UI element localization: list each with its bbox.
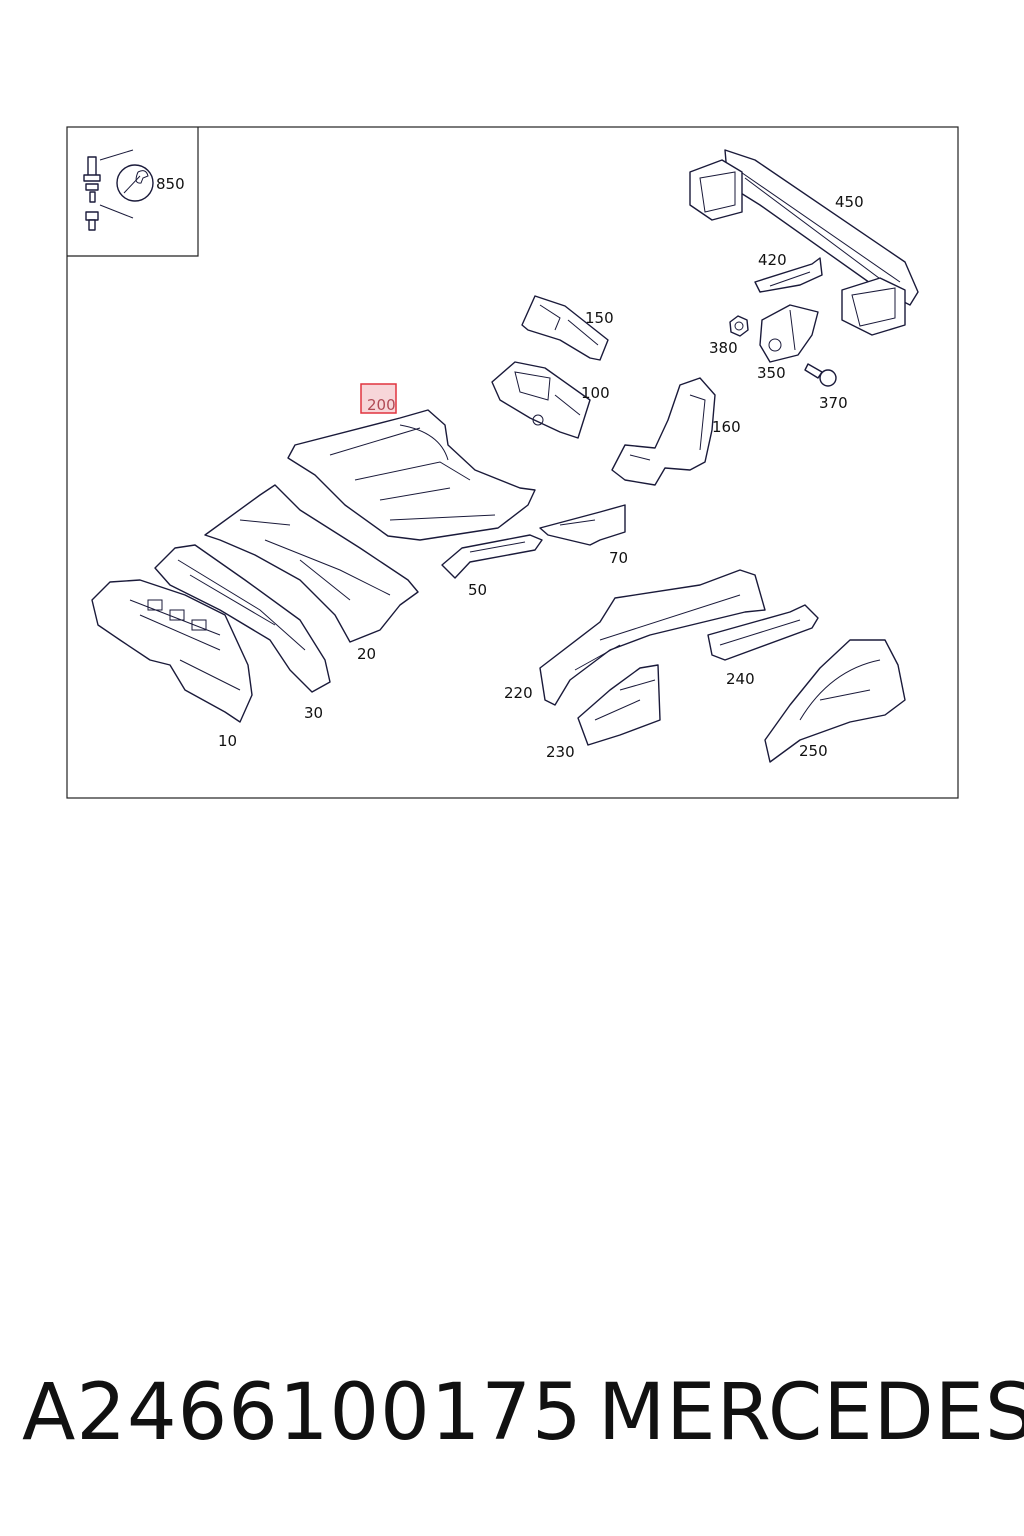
part-200-rear-floor [287,409,536,541]
part-250-wheel-house [764,639,906,763]
inset-box [67,127,199,257]
callout-160: 160 [712,418,741,436]
callout-380: 380 [709,339,738,357]
callout-220: 220 [504,684,533,702]
callout-20: 20 [357,645,376,663]
part-230-wheel-arch [577,664,661,746]
part-220-long-member [539,569,766,706]
part-450-bumper-carrier [689,149,919,336]
part-150-bracket [521,295,609,361]
part-380-nut [729,315,749,337]
callout-100: 100 [581,384,610,402]
callout-420: 420 [758,251,787,269]
callout-200: 200 [367,396,396,414]
callout-50: 50 [468,581,487,599]
caption: A2466100175 MERCEDES [0,1368,1024,1478]
callout-350: 350 [757,364,786,382]
callout-10: 10 [218,732,237,750]
highlight-box-200 [360,383,397,414]
parts-diagram: 850 450 420 150 380 350 370 100 200 160 … [66,126,959,799]
diagram-frame [66,126,959,799]
callout-240: 240 [726,670,755,688]
callout-370: 370 [819,394,848,412]
part-30-side-sill [154,544,331,693]
callout-150: 150 [585,309,614,327]
part-50-cross-member [441,534,543,579]
bolt-icon [83,149,134,231]
part-420-bracket [754,257,823,293]
callout-230: 230 [546,743,575,761]
callout-850: 850 [156,175,185,193]
callout-450: 450 [835,193,864,211]
part-160-side-panel [611,377,716,486]
part-350-mount [759,304,819,363]
part-10-front-panel [91,579,253,723]
brand-name: MERCEDES [598,1368,1024,1458]
callout-70: 70 [609,549,628,567]
part-number: A2466100175 [22,1368,583,1458]
callout-30: 30 [304,704,323,722]
part-370-bolt [804,363,837,387]
part-70-bracket [539,504,626,546]
callout-250: 250 [799,742,828,760]
part-20-front-floor [204,484,419,643]
part-100-member [491,361,591,439]
part-240-member [707,604,819,661]
wrench-icon [116,164,154,202]
